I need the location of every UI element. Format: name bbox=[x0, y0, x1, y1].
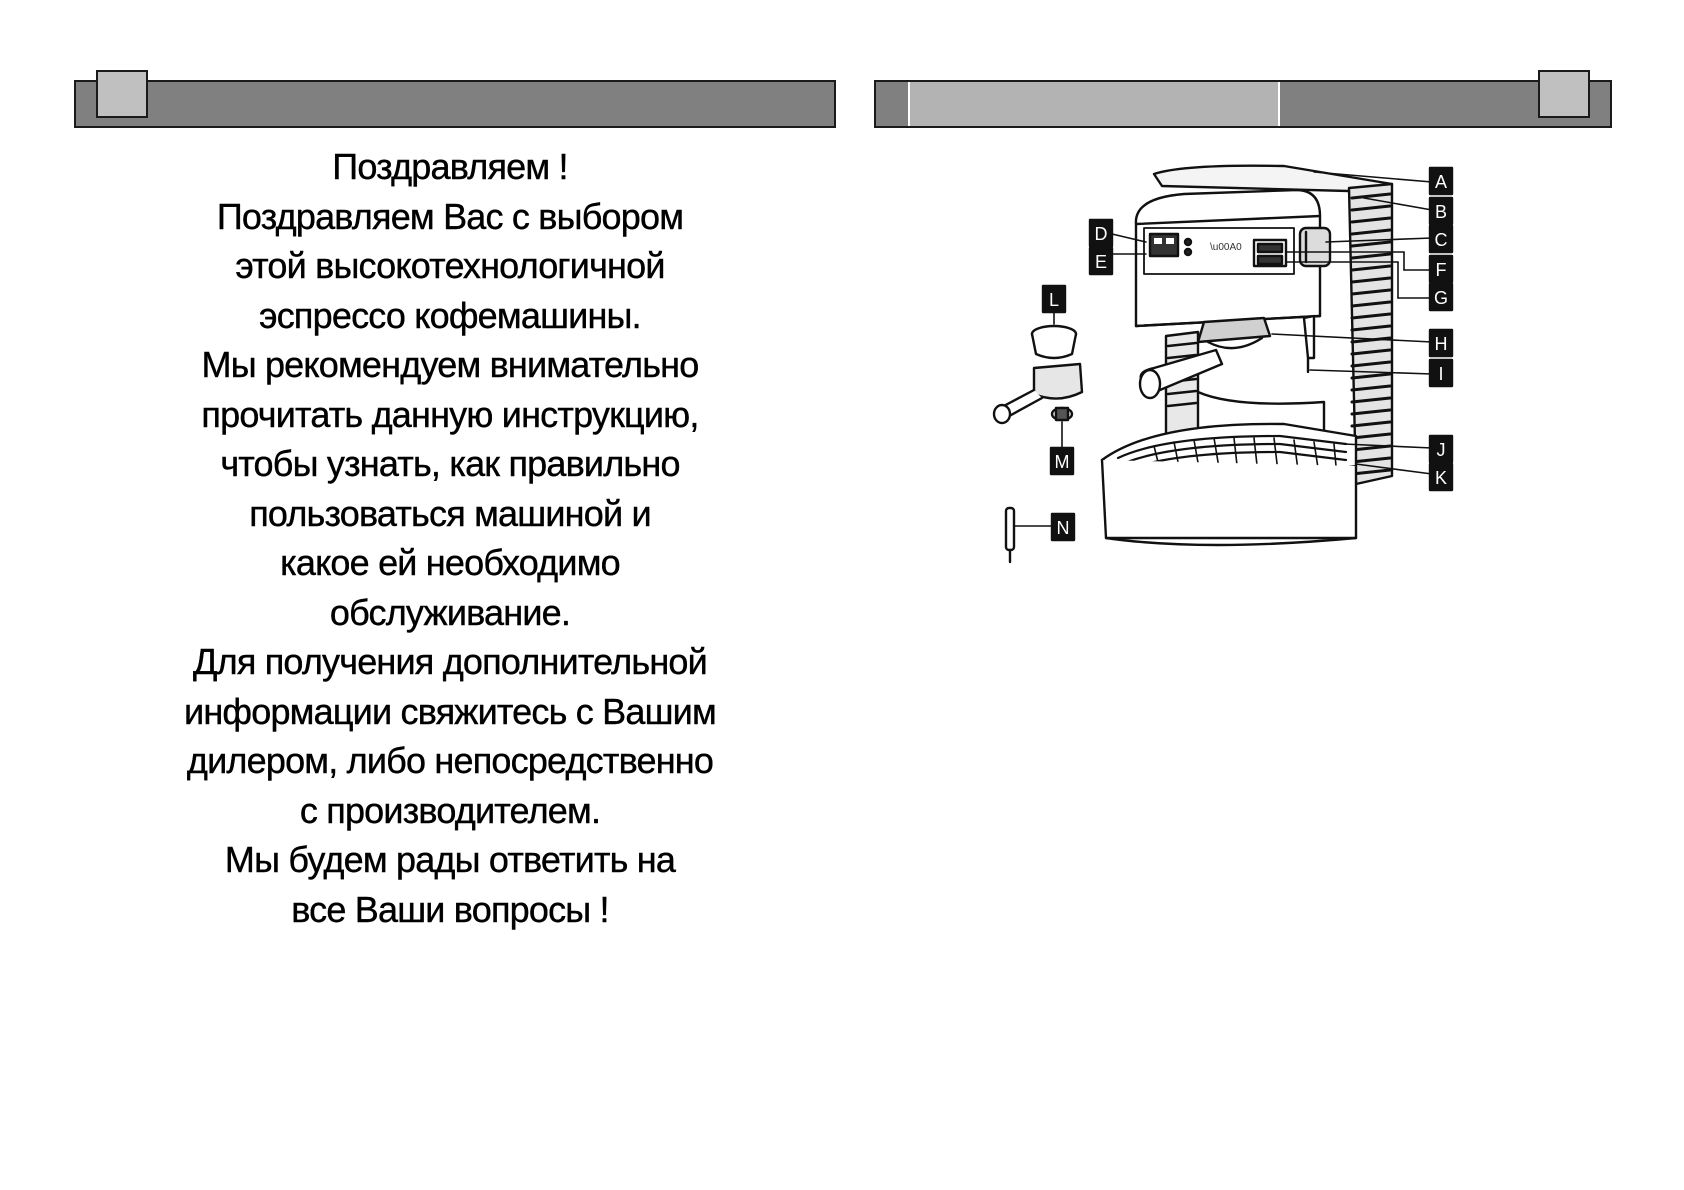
callout-g: G bbox=[1428, 282, 1454, 312]
group-head bbox=[1196, 316, 1272, 344]
header-band-right bbox=[874, 70, 1612, 128]
intro-line: Мы будем рады ответить на bbox=[224, 839, 676, 880]
machine-base bbox=[1100, 458, 1358, 547]
callout-c: C bbox=[1428, 224, 1454, 254]
portafilter-loose bbox=[1032, 362, 1084, 400]
callout-label: A bbox=[1435, 172, 1447, 192]
intro-line: прочитать данную инструкцию, bbox=[201, 393, 699, 435]
intro-line: обслуживание. bbox=[329, 591, 571, 633]
callout-label: L bbox=[1049, 290, 1059, 310]
intro-line: какое ей необходимо bbox=[280, 542, 621, 583]
callout-label: M bbox=[1055, 452, 1070, 472]
steam-knob bbox=[1298, 226, 1332, 268]
callout-h: H bbox=[1428, 328, 1454, 358]
callout-a: A bbox=[1428, 166, 1454, 196]
intro-line: Поздравляем ! bbox=[332, 146, 569, 187]
callout-label: N bbox=[1057, 518, 1070, 538]
callout-n: N bbox=[1050, 512, 1076, 542]
header-stripe bbox=[908, 82, 1280, 126]
callout-label: K bbox=[1435, 468, 1447, 488]
intro-text: Поздравляем ! Поздравляем Вас с выбором … bbox=[110, 142, 790, 934]
intro-line: пользоваться машиной и bbox=[249, 492, 652, 534]
callout-j: J bbox=[1428, 434, 1454, 464]
callout-label: E bbox=[1095, 252, 1107, 272]
svg-text:\u00A0: \u00A0 bbox=[1210, 242, 1242, 253]
callout-f: F bbox=[1428, 254, 1454, 284]
intro-line: Для получения дополнительной bbox=[193, 641, 708, 682]
callout-d: D bbox=[1088, 218, 1114, 248]
callout-i: I bbox=[1428, 358, 1454, 388]
intro-line: этой высокотехнологичной bbox=[235, 245, 665, 286]
callout-e: E bbox=[1088, 246, 1114, 276]
cleaning-needle bbox=[1004, 506, 1016, 552]
intro-line: информации свяжитесь с Вашим bbox=[184, 690, 717, 732]
water-tank bbox=[1347, 182, 1394, 486]
header-square-left bbox=[96, 70, 148, 118]
header-square-right bbox=[1538, 70, 1590, 118]
intro-line: дилером, либо непосредственно bbox=[186, 740, 714, 781]
header-band-left bbox=[74, 70, 836, 128]
callout-l: L bbox=[1041, 284, 1067, 314]
callout-label: I bbox=[1438, 364, 1443, 384]
callout-k: K bbox=[1428, 462, 1454, 492]
espresso-machine-diagram: \u00A0 bbox=[984, 146, 1474, 586]
callout-label: F bbox=[1436, 260, 1447, 280]
steam-wand bbox=[1302, 314, 1316, 360]
intro-line: с производителем. bbox=[299, 789, 602, 831]
intro-line: все Ваши вопросы ! bbox=[291, 888, 610, 930]
callout-label: H bbox=[1435, 334, 1448, 354]
intro-line: Поздравляем Вас с выбором bbox=[216, 195, 685, 237]
callout-b: B bbox=[1428, 196, 1454, 226]
callout-label: D bbox=[1095, 224, 1108, 244]
intro-line: чтобы узнать, как правильно bbox=[220, 443, 681, 484]
callout-label: B bbox=[1435, 202, 1447, 222]
intro-line: эспрессо кофемашины. bbox=[259, 294, 642, 336]
callout-label: G bbox=[1434, 288, 1448, 308]
callout-m: M bbox=[1049, 446, 1075, 476]
tank-ribs bbox=[1350, 192, 1392, 476]
intro-line: Мы рекомендуем внимательно bbox=[201, 344, 699, 385]
callout-label: C bbox=[1435, 230, 1448, 250]
callout-label: J bbox=[1437, 440, 1446, 460]
